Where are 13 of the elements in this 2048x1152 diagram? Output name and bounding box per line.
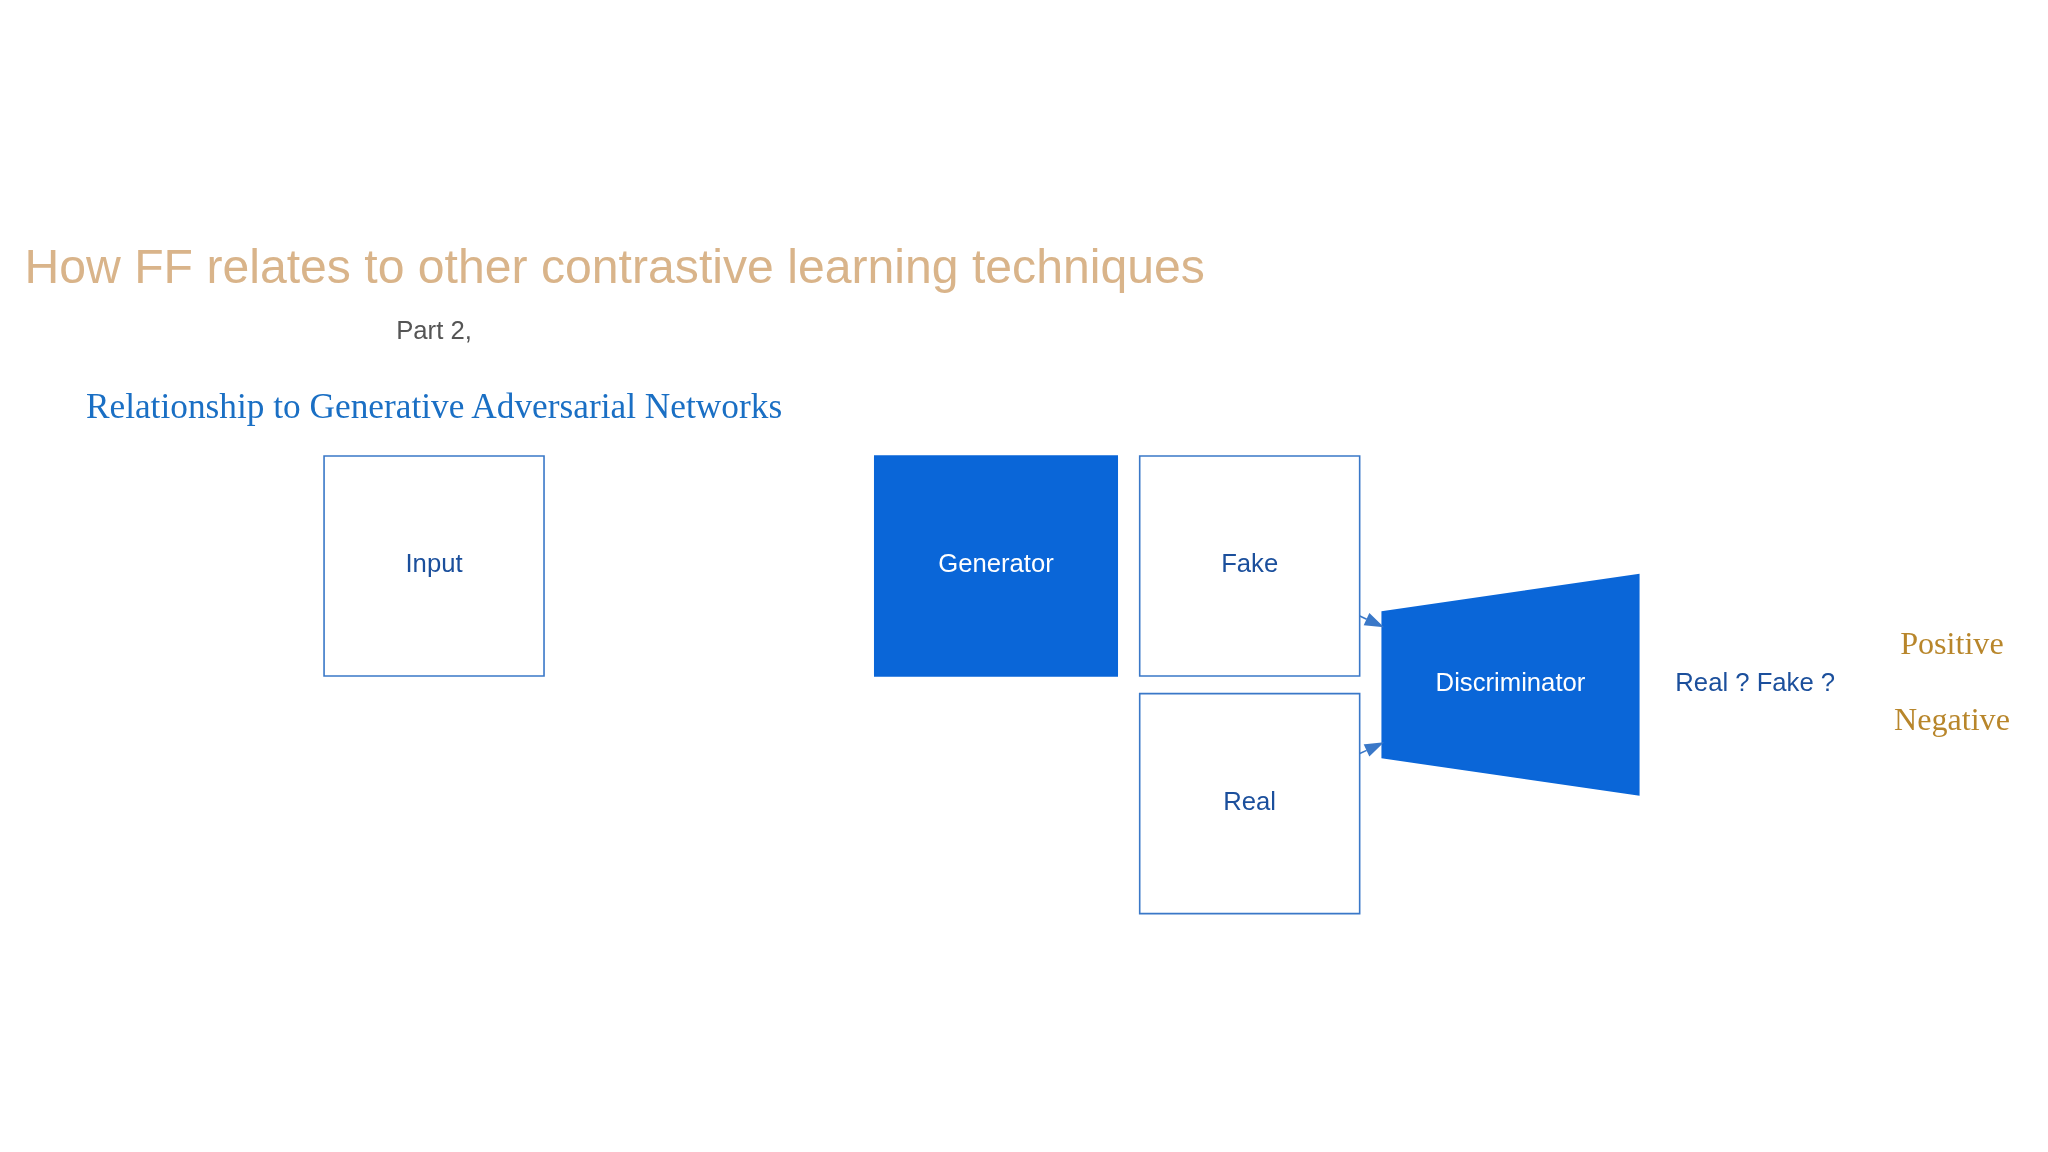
label: Relationship to Generative Adversarial Networks — [85, 386, 783, 426]
node-box: Real — [1138, 692, 1361, 915]
node-label: Real ? Fake ? — [1675, 667, 1836, 696]
label: Negative — [1893, 700, 2010, 737]
arrow — [1359, 742, 1385, 757]
node-box: Discriminator — [1381, 573, 1640, 796]
node-box: Input — [323, 455, 545, 677]
label: Positive — [1900, 625, 2004, 662]
diagram-title: How FF relates to other contrastive learning techniques — [24, 239, 1205, 294]
label: Part 2, — [396, 316, 472, 345]
node-box: Fake — [1138, 455, 1361, 677]
arrow — [1359, 612, 1385, 628]
node-box: Generator — [873, 455, 1119, 677]
